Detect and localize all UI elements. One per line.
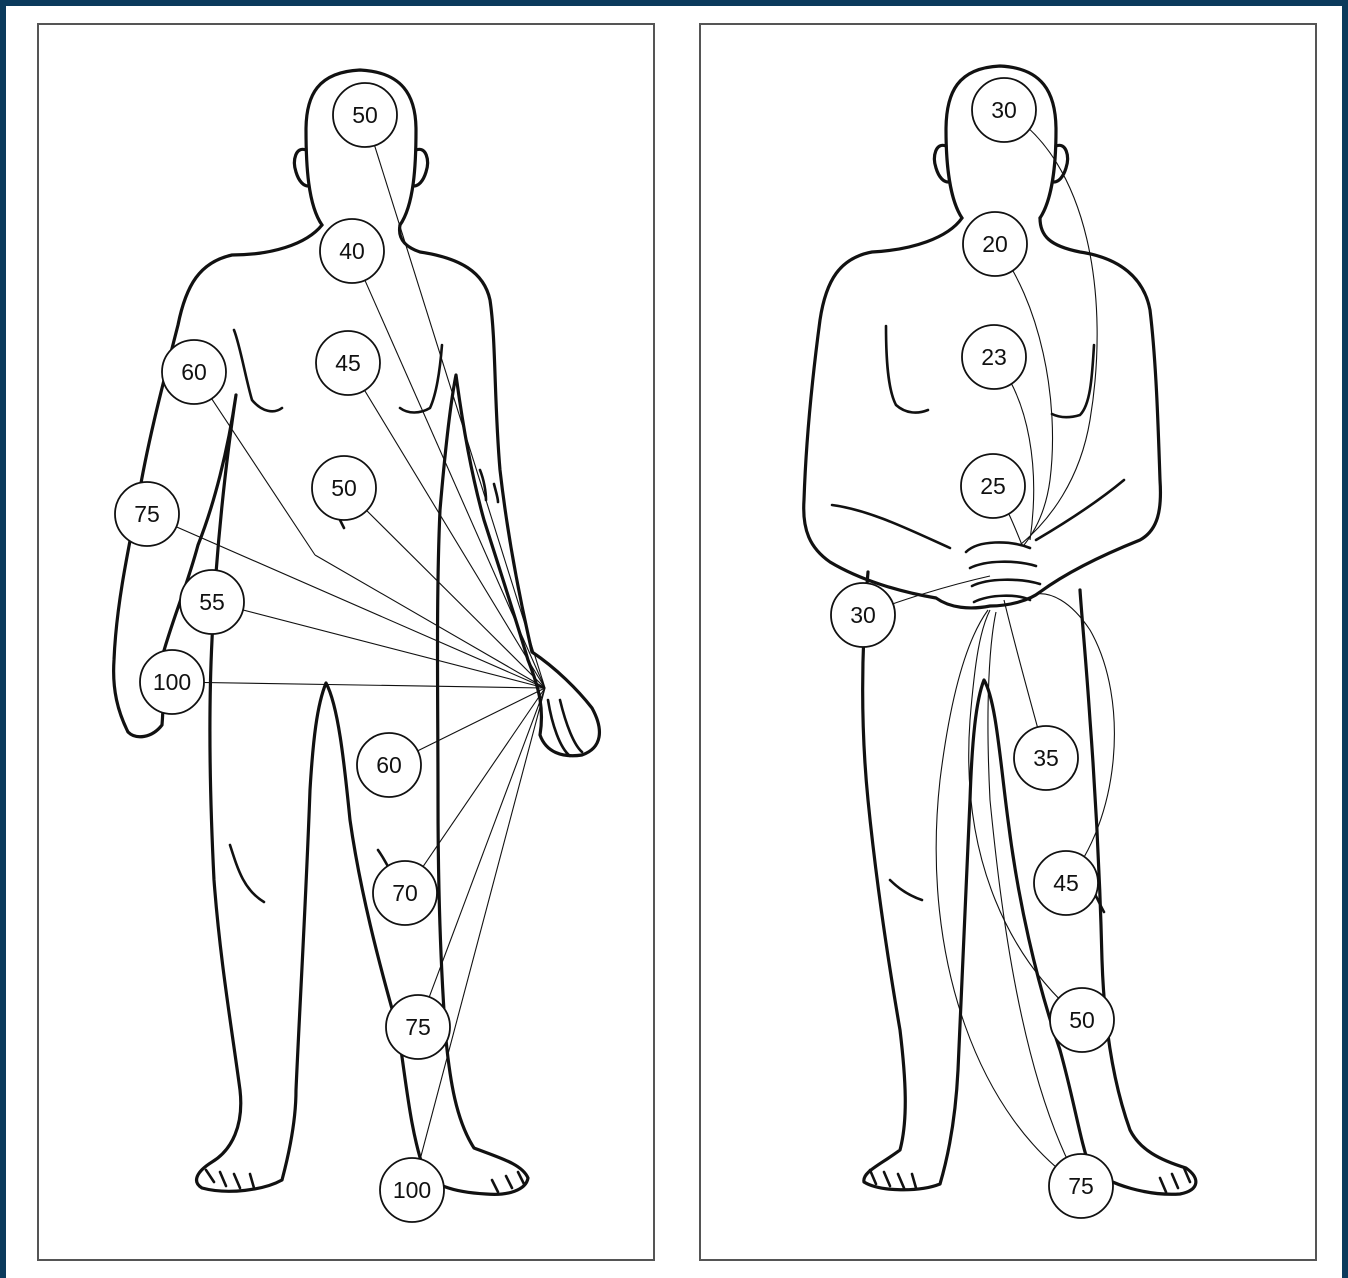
node-label: 35 xyxy=(1033,745,1059,771)
node-neck: 20 xyxy=(963,212,1027,276)
node-label: 50 xyxy=(331,475,357,501)
node-chest: 23 xyxy=(962,325,1026,389)
left-panel: 50 40 45 60 50 75 xyxy=(38,24,654,1260)
node-label: 50 xyxy=(1069,1007,1095,1033)
node-label: 45 xyxy=(335,350,361,376)
node-label: 30 xyxy=(850,602,876,628)
node-upper-arm: 60 xyxy=(162,340,226,404)
node-label: 55 xyxy=(199,589,225,615)
left-panel-frame xyxy=(38,24,654,1260)
node-label: 30 xyxy=(991,97,1017,123)
right-panel: 30 20 23 25 30 35 xyxy=(700,24,1316,1260)
node-knee: 45 xyxy=(1034,851,1098,915)
node-foot: 100 xyxy=(380,1158,444,1222)
node-label: 100 xyxy=(153,669,191,695)
node-label: 75 xyxy=(405,1014,431,1040)
node-head: 30 xyxy=(972,78,1036,142)
node-knee: 70 xyxy=(373,861,437,925)
node-label: 100 xyxy=(393,1177,431,1203)
node-head: 50 xyxy=(333,83,397,147)
node-neck: 40 xyxy=(320,219,384,283)
right-panel-frame xyxy=(700,24,1316,1260)
node-label: 75 xyxy=(134,501,160,527)
node-label: 60 xyxy=(376,752,402,778)
node-label: 50 xyxy=(352,102,378,128)
node-forearm: 55 xyxy=(180,570,244,634)
node-label: 60 xyxy=(181,359,207,385)
node-label: 70 xyxy=(392,880,418,906)
node-label: 45 xyxy=(1053,870,1079,896)
node-left-hand: 100 xyxy=(140,650,204,714)
node-label: 40 xyxy=(339,238,365,264)
node-label: 25 xyxy=(980,473,1006,499)
node-foot: 75 xyxy=(1049,1154,1113,1218)
node-label: 75 xyxy=(1068,1173,1094,1199)
node-abdomen: 50 xyxy=(312,456,376,520)
node-abdomen: 25 xyxy=(961,454,1025,518)
node-thigh: 60 xyxy=(357,733,421,797)
node-hip: 30 xyxy=(831,583,895,647)
node-label: 23 xyxy=(981,344,1007,370)
node-shin: 50 xyxy=(1050,988,1114,1052)
node-label: 20 xyxy=(982,231,1008,257)
node-chest: 45 xyxy=(316,331,380,395)
node-elbow: 75 xyxy=(115,482,179,546)
node-thigh: 35 xyxy=(1014,726,1078,790)
node-shin: 75 xyxy=(386,995,450,1059)
